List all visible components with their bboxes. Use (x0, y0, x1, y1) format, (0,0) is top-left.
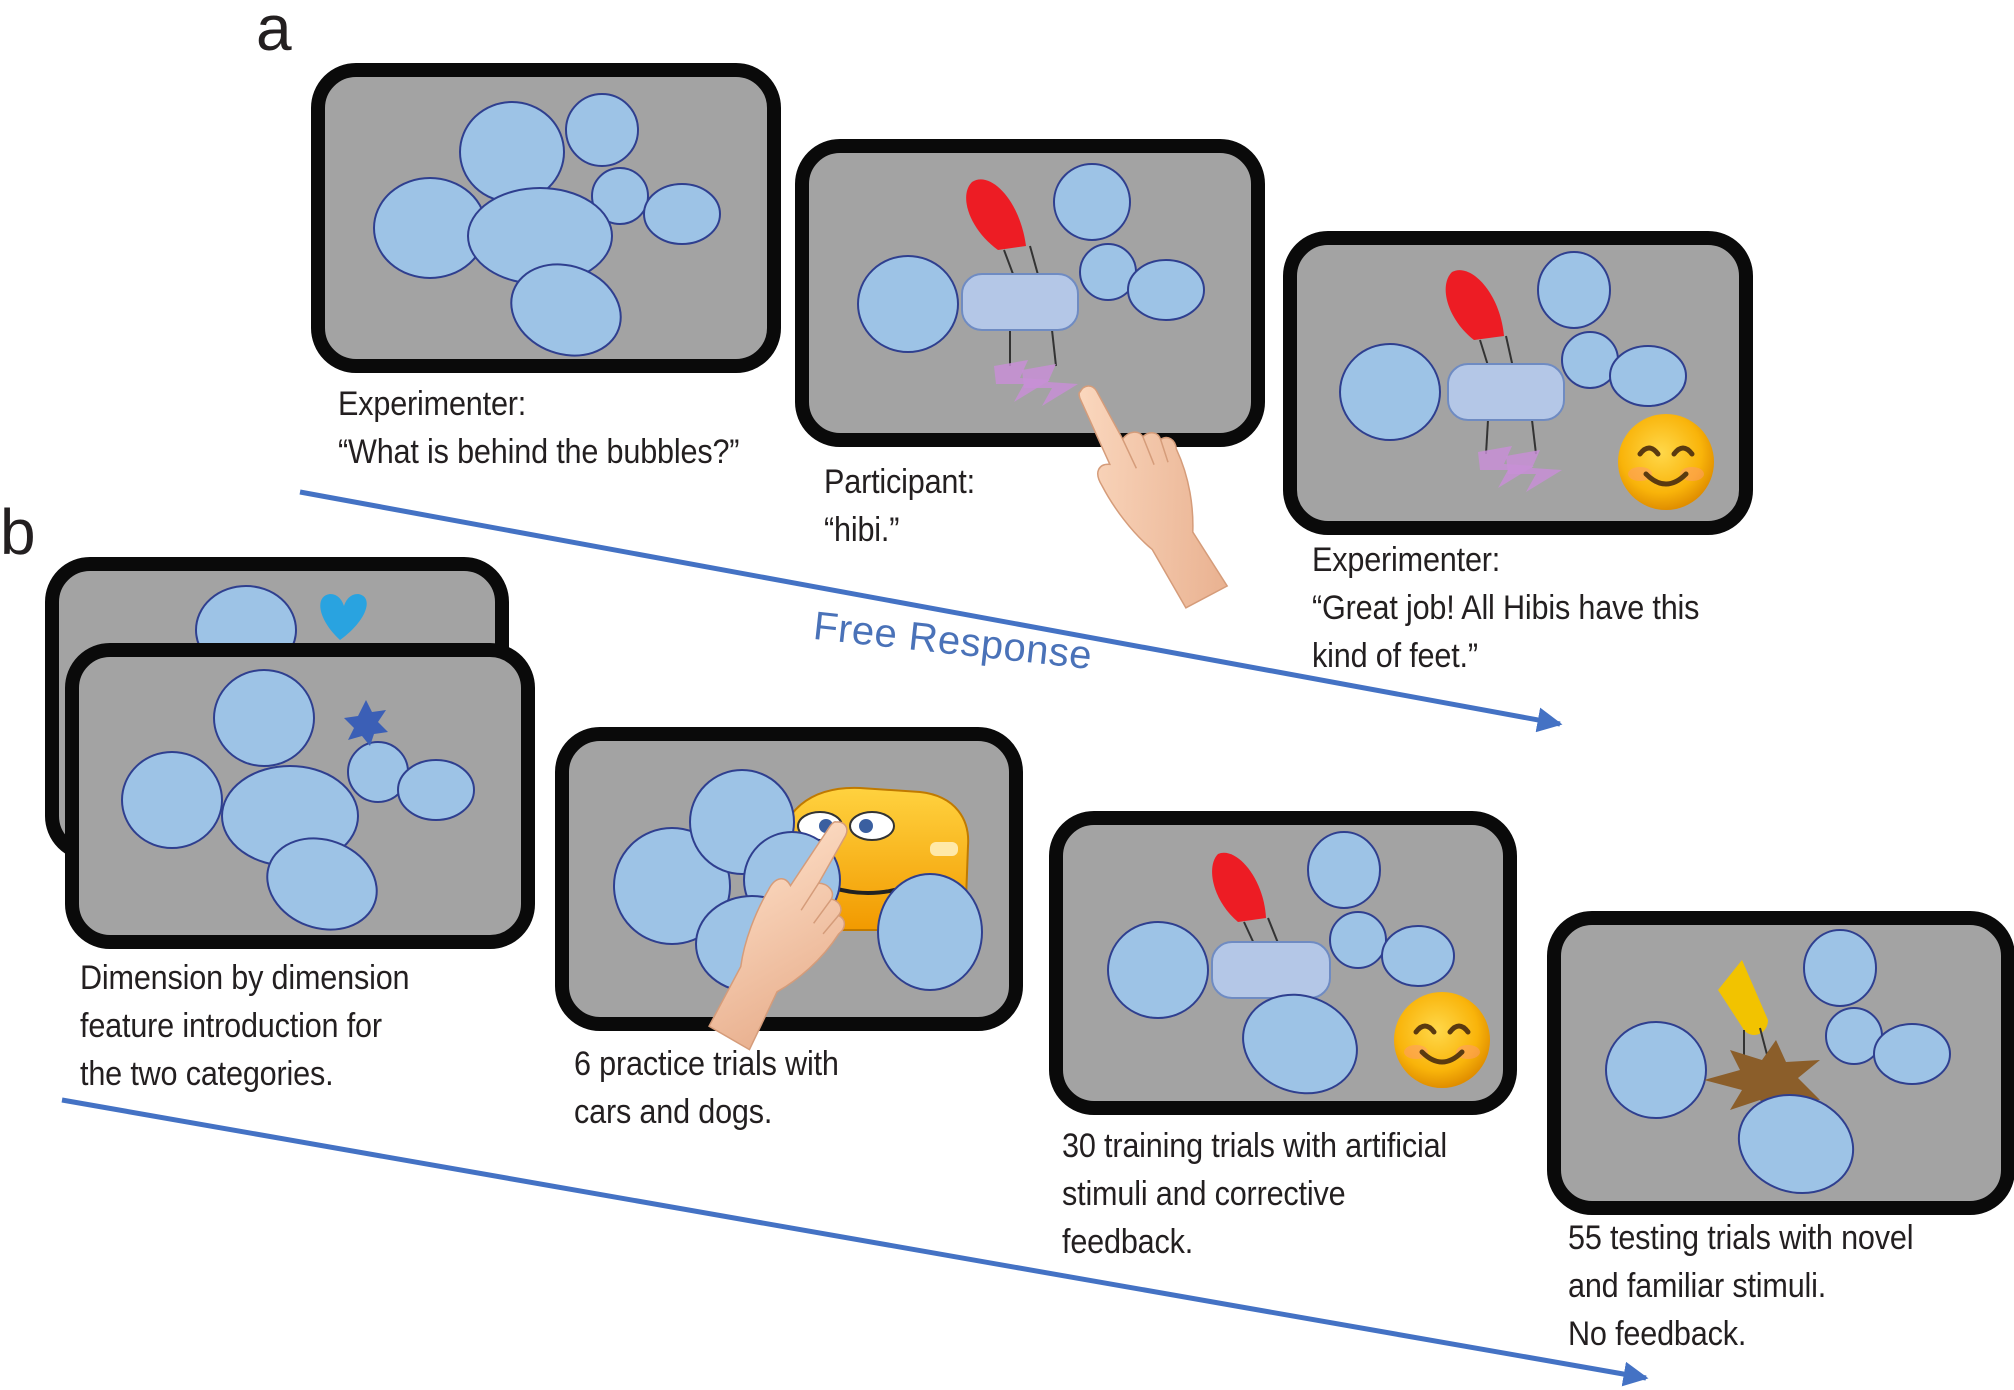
caption-b4-line-3: No feedback. (1568, 1315, 1747, 1353)
caption-b4-line-1: 55 testing trials with novel (1568, 1219, 1914, 1257)
flow-arrow-a (299, 489, 1563, 733)
panel-label-a: a (256, 0, 292, 64)
screen-b1-front (65, 643, 535, 949)
screen-b4 (1547, 911, 2014, 1215)
panel-label-b: b (0, 496, 36, 568)
flow-arrow-b (61, 1097, 1649, 1387)
screen-b3 (1049, 811, 1517, 1115)
caption-a2-speaker: Participant: (824, 463, 975, 501)
caption-b2: 6 practice trials with cars and dogs. (574, 1040, 839, 1136)
caption-a2-line: “hibi.” (824, 511, 900, 549)
caption-a3-speaker: Experimenter: (1312, 541, 1501, 579)
screen-a3 (1283, 231, 1753, 535)
screen-a2 (795, 139, 1265, 447)
caption-b1-line-2: feature introduction for (80, 1007, 382, 1045)
caption-b2-line-1: 6 practice trials with (574, 1045, 839, 1083)
caption-b2-line-2: cars and dogs. (574, 1093, 773, 1131)
caption-b4-line-2: and familiar stimuli. (1568, 1267, 1827, 1305)
caption-b1-line-1: Dimension by dimension (80, 959, 410, 997)
caption-b1: Dimension by dimension feature introduct… (80, 954, 410, 1098)
caption-b3: 30 training trials with artificial stimu… (1062, 1122, 1447, 1266)
caption-a3-line-2: kind of feet.” (1312, 637, 1478, 675)
caption-b3-line-1: 30 training trials with artificial (1062, 1127, 1448, 1165)
caption-b4: 55 testing trials with novel and familia… (1568, 1214, 1914, 1358)
caption-a1-line: “What is behind the bubbles?” (338, 433, 740, 471)
smiley-face-icon (1394, 992, 1490, 1088)
caption-a1-speaker: Experimenter: (338, 385, 527, 423)
star-icon (344, 700, 388, 746)
caption-a3: Experimenter: “Great job! All Hibis have… (1312, 536, 1699, 680)
smiley-face-icon (1618, 414, 1714, 510)
screen-a1 (311, 63, 781, 373)
caption-b3-line-2: stimuli and corrective (1062, 1175, 1346, 1213)
heart-icon (320, 594, 367, 640)
caption-a1: Experimenter: “What is behind the bubble… (338, 380, 740, 476)
caption-b1-line-3: the two categories. (80, 1055, 334, 1093)
caption-a2: Participant: “hibi.” (824, 458, 975, 554)
caption-b3-line-3: feedback. (1062, 1223, 1194, 1261)
caption-a3-line-1: “Great job! All Hibis have this (1312, 589, 1700, 627)
screen-b2 (555, 727, 1023, 1031)
